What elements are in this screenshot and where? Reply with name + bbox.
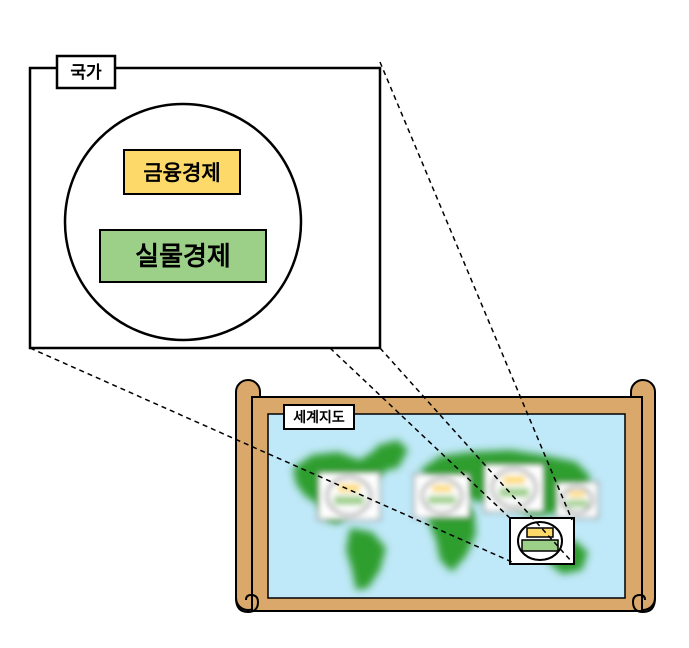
map-label-box (283, 404, 355, 430)
world-map-scroll: 세계지도 (235, 379, 656, 614)
country-label: 국가 (70, 63, 102, 83)
financial-economy-label: 금융경제 (143, 161, 220, 185)
continent-south-america (346, 528, 386, 590)
real-economy-box (99, 229, 267, 283)
country-icon-europe (413, 473, 471, 519)
economy-circle (63, 102, 303, 342)
real-economy-label: 실물경제 (135, 242, 231, 272)
country-icon-americas (317, 471, 381, 521)
country-icon-east (555, 481, 599, 519)
continent-greenland (376, 440, 408, 470)
projection-line-bottom-left (29, 347, 513, 563)
blurred-country-icons (317, 463, 599, 521)
map-label: 세계지도 (293, 410, 345, 426)
highlighted-country-icon (509, 517, 575, 565)
country-panel: 국가 금융경제 실물경제 (28, 54, 382, 350)
scroll-left-curl (235, 593, 260, 614)
projection-line-bottom-right (329, 347, 513, 521)
projection-line-top-right (379, 61, 573, 521)
projection-line-mid-right (379, 347, 573, 563)
country-icon-asia (483, 463, 545, 513)
country-label-box (55, 54, 117, 90)
scroll-right-curl (631, 593, 656, 614)
projection-lines (29, 61, 573, 563)
financial-economy-box (123, 149, 241, 195)
